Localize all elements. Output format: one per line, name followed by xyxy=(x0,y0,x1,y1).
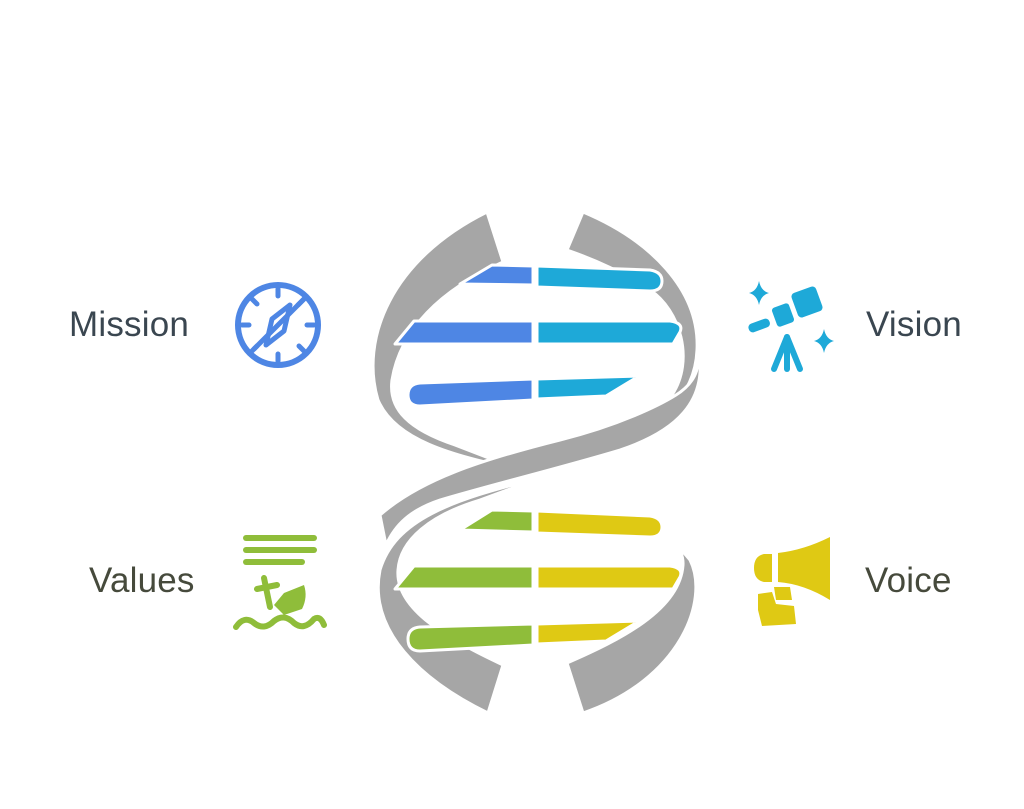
rungs-bottom xyxy=(393,508,683,653)
rung-mission-3 xyxy=(406,377,535,408)
mission-label: Mission xyxy=(69,305,190,344)
voice-label: Voice xyxy=(865,561,952,600)
rung-values-2 xyxy=(393,564,535,591)
telescope-icon xyxy=(744,279,840,375)
rung-mission-2 xyxy=(393,319,535,346)
compass-icon xyxy=(232,279,324,371)
rung-voice-3 xyxy=(535,619,641,646)
rung-voice-1 xyxy=(535,509,664,539)
megaphone-icon xyxy=(754,534,834,628)
vision-label: Vision xyxy=(866,305,962,344)
rung-voice-2 xyxy=(535,564,683,591)
strand-lower-right xyxy=(468,468,698,715)
rung-mission-1 xyxy=(458,263,535,287)
rung-vision-2 xyxy=(535,319,683,346)
sinking-ship-icon xyxy=(232,533,328,631)
rung-vision-3 xyxy=(535,374,641,401)
rungs-top xyxy=(393,263,683,408)
rung-values-3 xyxy=(406,622,535,653)
strand-lower-left xyxy=(376,476,542,715)
strand-crossover xyxy=(378,348,702,547)
values-label: Values xyxy=(89,561,195,600)
rung-vision-1 xyxy=(535,264,664,293)
rung-values-1 xyxy=(458,508,535,534)
